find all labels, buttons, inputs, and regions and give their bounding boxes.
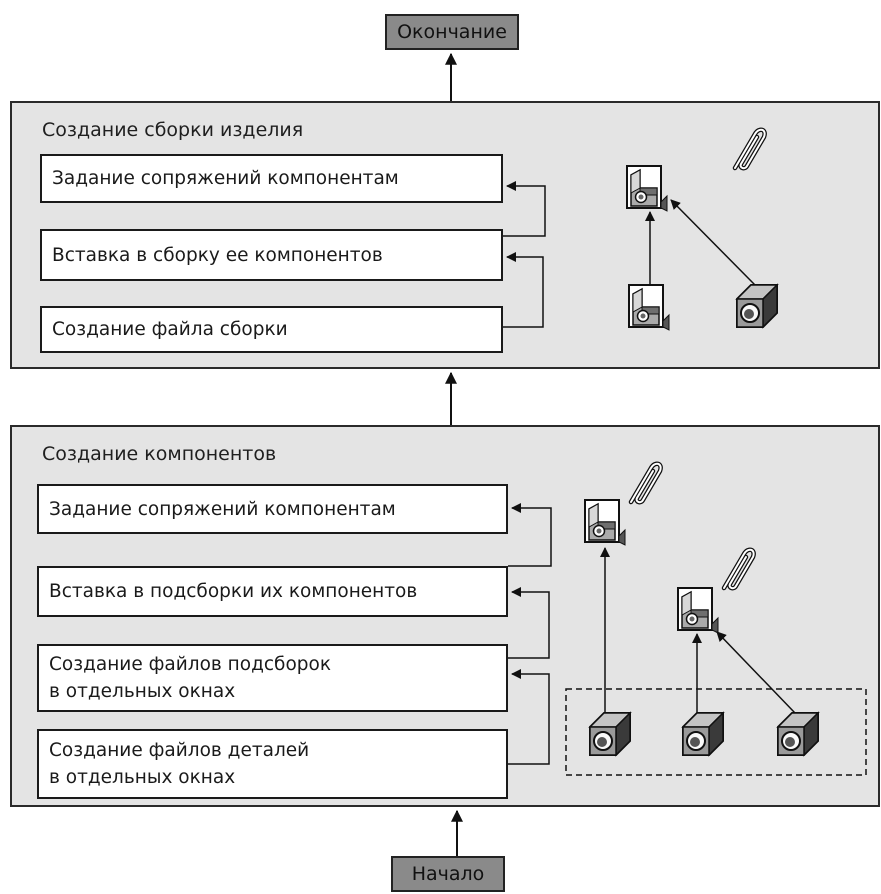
parts-group-frame: [565, 688, 867, 776]
part-icon: [589, 712, 631, 756]
paperclip-icon: [631, 464, 661, 502]
components-connector-insert-to-mates: [508, 503, 552, 567]
assembly-step-mates: Задание сопряжений компонентам: [40, 154, 503, 203]
part-icon: [736, 284, 778, 328]
assembly-arrow-part: [670, 199, 756, 286]
assembly-stage-title: Создание сборки изделия: [42, 119, 304, 141]
assembly-step-insert: Вставка в сборку ее компонентов: [40, 229, 503, 281]
end-terminal: Окончание: [385, 14, 519, 50]
assembly-connector-file-to-insert: [503, 252, 544, 328]
assembly-icon: [677, 587, 719, 634]
assembly-connector-insert-to-mates: [503, 181, 546, 237]
components-connector-parts-to-subfiles: [508, 669, 550, 765]
part-icon: [777, 712, 819, 756]
paperclip-icon: [735, 130, 765, 168]
assembly-icon: [626, 165, 668, 212]
start-terminal: Начало: [391, 856, 505, 892]
components-step-part-files: Создание файлов деталей в отдельных окна…: [37, 729, 508, 799]
components-connector-subfiles-to-insert: [508, 587, 550, 659]
components-stage-title: Создание компонентов: [42, 443, 277, 465]
assembly-icon: [628, 284, 670, 331]
part-icon: [682, 712, 724, 756]
components-step-insert-subassemblies: Вставка в подсборки их компонентов: [37, 566, 508, 617]
components-arrow-part3: [716, 631, 796, 714]
components-step-subassembly-files: Создание файлов подсборок в отдельных ок…: [37, 644, 508, 712]
assembly-icon: [584, 499, 626, 546]
assembly-step-create-file: Создание файла сборки: [40, 306, 503, 353]
paperclip-icon: [724, 550, 754, 588]
components-step-mates: Задание сопряжений компонентам: [37, 484, 508, 534]
